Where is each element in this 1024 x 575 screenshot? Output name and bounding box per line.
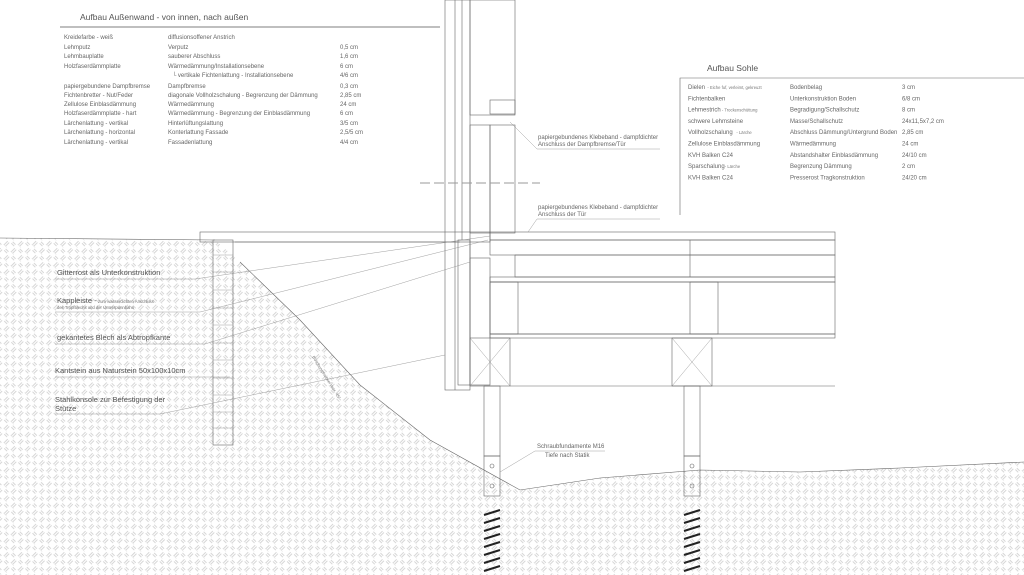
annotation-tape-door: papiergebundenes Klebeband - dampfdichte…	[527, 205, 660, 233]
floor-layer-material: Fichtenbalken	[688, 96, 725, 102]
wall-layer-thickness: 4/4 cm	[340, 140, 358, 146]
svg-text:zum wasserdichten Anschluss: zum wasserdichten Anschluss	[98, 299, 154, 304]
floor-layer-material: KVH Balken C24	[688, 153, 734, 159]
wall-layer-thickness: 2,85 cm	[340, 93, 361, 99]
wall-build-up-table: Aufbau Außenwand - von innen, nach außen…	[60, 12, 440, 146]
wall-layer-material: Lärchenlattung - vertikal	[64, 140, 128, 146]
screw-foundation-right	[683, 385, 701, 572]
svg-text:Stahlkonsole zur Befestigung d: Stahlkonsole zur Befestigung der	[55, 395, 166, 404]
annotation-drip-edge: gekantetes Blech als Abtropfkante	[55, 261, 471, 345]
annotation-grating: Gitterrost als Unterkonstruktion	[55, 235, 491, 280]
wall-layer-material: Holzfaserdämmplatte	[64, 64, 121, 70]
wall-layer-function: Wärmedämmung - Begrenzung der Einblasdäm…	[168, 111, 310, 117]
wall-layer-material: Holzfaserdämmplatte - hart	[64, 111, 137, 117]
svg-text:Anschluss der Tür: Anschluss der Tür	[538, 212, 586, 218]
floor-layer-material: KVH Balken C24	[688, 175, 734, 181]
svg-text:Tiefe nach Statik: Tiefe nach Statik	[545, 453, 590, 459]
floor-build-up-table: Aufbau Sohle Dielen- Eiche fuf, verleimt…	[679, 63, 1024, 215]
floor-layer-material: Vollholzschalung	[688, 130, 733, 136]
svg-text:Kantstein aus Naturstein 50x10: Kantstein aus Naturstein 50x100x10cm	[55, 366, 186, 375]
svg-text:des Tropfblechs und der Unters: des Tropfblechs und der Unterspannbahn	[57, 305, 135, 310]
wall-layer-thickness: 6 cm	[340, 64, 353, 70]
annotation-tape-door-vapour: papiergebundenes Klebeband - dampfdichte…	[509, 121, 660, 150]
floor-layer-note: - Lärche	[725, 164, 741, 169]
floor-table-title: Aufbau Sohle	[707, 63, 758, 73]
svg-text:Anschluss der Dampfbremse/Tür: Anschluss der Dampfbremse/Tür	[538, 142, 626, 148]
svg-text:Stütze: Stütze	[55, 404, 76, 413]
wall-layer-function: diagonale Vollholzschalung - Begrenzung …	[168, 93, 318, 99]
floor-layer-function: Presserost Tragkonstruktion	[790, 175, 865, 181]
floor-layer-thickness: 6/8 cm	[902, 96, 920, 102]
wall-layer-function: diffusionsoffener Anstrich	[168, 35, 235, 41]
wall-layer-function: └ vertikale Fichtenlattung - Installatio…	[172, 71, 294, 79]
wall-layer-material: Lehmputz	[64, 45, 90, 51]
terrace-grating	[199, 231, 491, 243]
wall-layer-material: papiergebundene Dampfbremse	[64, 84, 151, 90]
svg-text:Kappleiste -: Kappleiste -	[57, 296, 97, 305]
wall-layer-thickness: 6 cm	[340, 111, 353, 117]
floor-layer-thickness: 24/10 cm	[902, 153, 927, 159]
floor-layer-thickness: 2,85 cm	[902, 130, 923, 136]
wall-layer-material: Lärchenlattung - horizontal	[64, 130, 135, 136]
svg-text:Schraubfundamente M16: Schraubfundamente M16	[537, 444, 605, 450]
floor-layer-note: - Trockenschüttung	[722, 108, 758, 113]
floor-layer-thickness: 3 cm	[902, 85, 915, 91]
floor-layer-thickness: 24x11,5x7,2 cm	[902, 119, 944, 125]
floor-layer-note: - Eiche fuf, verleimt, gekreuzt	[707, 85, 762, 90]
exterior-wall-section	[420, 0, 540, 391]
annotation-drip-strip: Kappleiste - zum wasserdichten Anschluss…	[55, 239, 489, 313]
wall-layer-material: Lehmbauplatte	[64, 54, 104, 60]
floor-layer-function: Masse/Schallschutz	[790, 119, 843, 125]
floor-slab-section	[469, 231, 836, 387]
wall-layer-thickness: 0,3 cm	[340, 84, 358, 90]
wall-layer-material: Lärchenlattung - vertikal	[64, 121, 128, 127]
wall-layer-function: sauberer Abschluss	[168, 54, 220, 60]
floor-layer-function: Begradigung/Schallschutz	[790, 108, 859, 114]
natural-stone-curb	[212, 239, 234, 446]
ground-soil	[0, 238, 1024, 575]
svg-text:papiergebundenes Klebeband - d: papiergebundenes Klebeband - dampfdichte…	[538, 205, 658, 211]
wall-layer-function: Konterlattung Fassade	[168, 130, 229, 136]
floor-layer-thickness: 8 cm	[902, 108, 915, 114]
wall-layer-thickness: 3/5 cm	[340, 121, 358, 127]
floor-layer-function: Abschluss Dämmung/Untergrund Boden	[790, 130, 897, 136]
wall-table-title: Aufbau Außenwand - von innen, nach außen	[80, 12, 249, 22]
screw-foundation-left	[483, 385, 501, 572]
wall-layer-material: Fichtenbretter - Nut/Feder	[64, 93, 133, 99]
wall-layer-thickness: 4/6 cm	[340, 73, 358, 79]
floor-layer-function: Unterkonstruktion Boden	[790, 96, 856, 102]
wall-layer-function: Dampfbremse	[168, 84, 206, 90]
wall-layer-function: Fassadenlattung	[168, 140, 212, 146]
svg-text:gekantetes Blech als Abtropfka: gekantetes Blech als Abtropfkante	[57, 333, 170, 342]
floor-layer-material: Sparschalung	[688, 164, 725, 170]
wall-layer-thickness: 2,5/5 cm	[340, 130, 363, 136]
floor-layer-thickness: 2 cm	[902, 164, 915, 170]
floor-layer-material: Lehmestrich	[688, 108, 721, 114]
annotation-curb: Kantstein aus Naturstein 50x100x10cm	[55, 366, 230, 378]
wall-layer-function: Hinterlüftungslattung	[168, 121, 223, 127]
floor-layer-function: Begrenzung Dämmung	[790, 164, 852, 170]
annotation-screw-foundation: Schraubfundamente M16 Tiefe nach Statik	[499, 444, 605, 473]
floor-layer-material: Zellulose Einblasdämmung	[688, 142, 760, 148]
annotation-steel-bracket: Stahlkonsole zur Befestigung der Stütze	[55, 354, 446, 415]
floor-layer-function: Abstandshalter Einblasdämmung	[790, 153, 878, 159]
wall-layer-function: Wärmedämmung	[168, 102, 214, 108]
floor-layer-material: Dielen	[688, 85, 705, 91]
wall-layer-function: Verputz	[168, 45, 188, 51]
svg-text:Gitterrost als Unterkonstrukti: Gitterrost als Unterkonstruktion	[57, 268, 160, 277]
wall-layer-material: Zellulose Einblasdämmung	[64, 102, 136, 108]
floor-layer-material: schwere Lehmsteine	[688, 119, 744, 125]
floor-layer-function: Bodenbelag	[790, 85, 822, 91]
floor-layer-function: Wärmedämmung	[790, 142, 836, 148]
wall-layer-material: Kreidefarbe - weiß	[64, 35, 113, 41]
wall-layer-thickness: 1,6 cm	[340, 54, 358, 60]
svg-text:papiergebundenes Klebeband - d: papiergebundenes Klebeband - dampfdichte…	[538, 135, 658, 141]
wall-layer-thickness: 24 cm	[340, 102, 356, 108]
floor-layer-note: - Lärche	[736, 130, 752, 135]
wall-layer-function: Wärmedämmung/Installationsebene	[168, 64, 265, 70]
wall-layer-thickness: 0,5 cm	[340, 45, 358, 51]
floor-layer-thickness: 24 cm	[902, 142, 918, 148]
floor-layer-thickness: 24/20 cm	[902, 175, 927, 181]
